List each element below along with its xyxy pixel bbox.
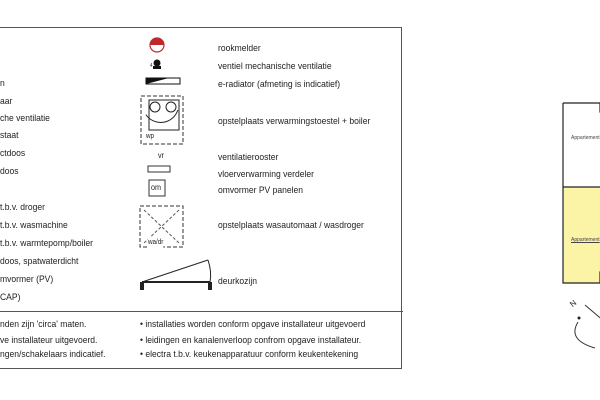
boiler-location-icon (140, 95, 184, 145)
ventiel-number: 4 (150, 63, 153, 69)
legend-right-item: ventiel mechanische ventilatie (218, 61, 332, 72)
smoke-detector-icon (149, 37, 165, 53)
apartment-label-highlighted: Appartement (571, 237, 600, 243)
vr-label: vr (158, 151, 165, 160)
legend-right-item: omvormer PV panelen (218, 185, 304, 196)
legend-right-item: rookmelder (218, 43, 261, 54)
legend-left-item: staat (0, 130, 19, 141)
wp-label: wp (146, 131, 155, 142)
legend-symbols (139, 37, 212, 290)
wadr-label: wa/dr (148, 237, 164, 248)
legend-left-item: doos (0, 166, 19, 177)
legend-left-item: t.b.v. wasmachine (0, 220, 68, 231)
legend-right-item: opstelplaats verwarmingstoestel + boiler (218, 116, 371, 127)
legend-left-item: che ventilatie (0, 113, 50, 124)
apartment-label: Appartement (571, 135, 600, 141)
note-right: • electra t.b.v. keukenapparatuur confor… (140, 349, 359, 360)
om-label: om (151, 183, 162, 192)
legend-left-item: t.b.v. droger (0, 202, 45, 213)
floor-plan-key (562, 102, 600, 349)
highlighted-apartment (563, 187, 600, 283)
compass-icon (574, 304, 600, 349)
legend-left-item: ctdoos (0, 148, 26, 159)
legend-divider (0, 311, 403, 312)
legend-right-item: ventilatierooster (218, 152, 279, 163)
floor-heating-manifold-icon (147, 165, 171, 173)
note-left: ngen/schakelaars indicatief. (0, 349, 106, 360)
legend-right-item: deurkozijn (218, 276, 257, 287)
legend-right-item: opstelplaats wasautomaat / wasdroger (218, 220, 364, 231)
legend-left-item: t.b.v. warmtepomp/boiler (0, 238, 93, 249)
pv-inverter-icon (148, 179, 166, 197)
door-frame-icon (140, 259, 212, 290)
legend-left-item: aar (0, 96, 13, 107)
legend-left-item: doos, spatwaterdicht (0, 256, 79, 267)
legend-left-item: CAP) (0, 292, 21, 303)
e-radiator-icon (145, 77, 181, 85)
legend-left-item: n (0, 78, 5, 89)
note-right: • leidingen en kanalenverloop confrom op… (140, 335, 362, 346)
ventilation-valve-icon (153, 59, 161, 69)
legend-box (0, 27, 402, 369)
note-left: nden zijn 'circa' maten. (0, 319, 87, 330)
legend-right-item: vloerverwarming verdeler (218, 169, 314, 180)
legend-left-item: mvormer (PV) (0, 274, 54, 285)
note-right: • installaties worden conform opgave ins… (140, 319, 366, 330)
legend-right-item: e-radiator (afmeting is indicatief) (218, 79, 341, 90)
note-left: ve installateur uitgevoerd. (0, 335, 98, 346)
